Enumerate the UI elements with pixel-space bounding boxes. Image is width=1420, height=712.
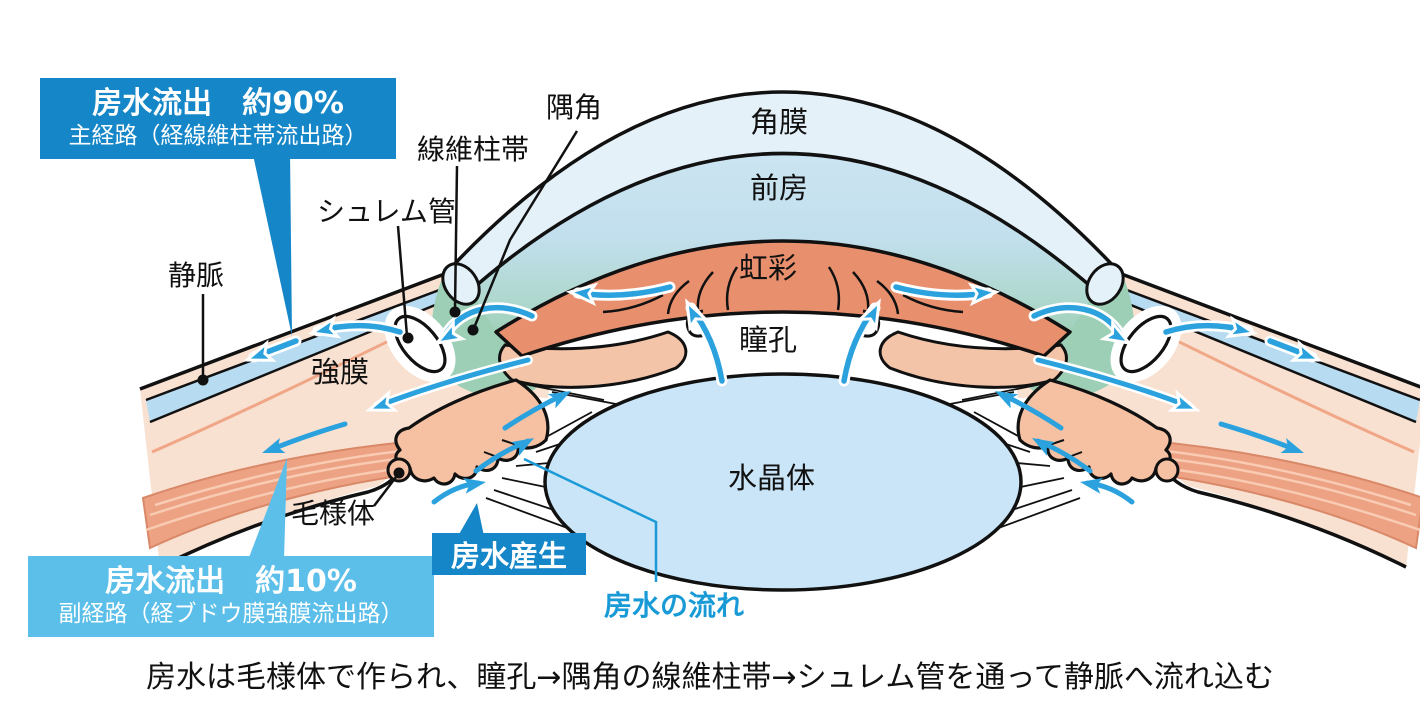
- main-outflow-subtitle: 主経路（経線維柱帯流出路）: [68, 122, 368, 149]
- label-angle: 隅角: [546, 91, 603, 124]
- label-sclera: 強膜: [311, 355, 370, 389]
- label-pupil: 瞳孔: [739, 323, 798, 357]
- label-trabecular-meshwork: 線維柱帯: [417, 133, 530, 166]
- figure-caption: 房水は毛様体で作られ、瞳孔→隅角の線維柱帯→シュレム管を通って静脈へ流れ込む: [146, 660, 1274, 695]
- leader-lines: [201, 130, 579, 507]
- plain-arrowheads: [262, 391, 571, 494]
- secondary-outflow-subtitle: 副経路（経ブドウ膜強膜流出路）: [58, 600, 404, 627]
- iris: [494, 239, 1072, 358]
- limbus-cap: [441, 262, 481, 306]
- callout-secondary-outflow: 房水流出 約10% 副経路（経ブドウ膜強膜流出路）: [28, 556, 434, 638]
- aqueous-flow-leader-line: [523, 457, 658, 582]
- callout-production: 房水産生: [432, 533, 586, 575]
- label-ciliary-body: 毛様体: [291, 497, 376, 530]
- secondary-outflow-title: 房水流出 約10%: [105, 564, 357, 599]
- ciliary-body: [394, 378, 550, 486]
- anterior-chamber: [470, 153, 1096, 331]
- label-schlemm-canal: シュレム管: [317, 195, 456, 228]
- callout-main-outflow: 房水流出 約90% 主経路（経線維柱帯流出路）: [40, 78, 396, 160]
- secondary-outflow-pointer: [248, 458, 287, 560]
- leader-dots: [197, 306, 479, 479]
- label-aqueous-flow: 房水の流れ: [604, 589, 745, 622]
- label-iris: 虹彩: [739, 251, 798, 285]
- main-outflow-title: 房水流出 約90%: [92, 86, 344, 121]
- label-vein: 静脈: [168, 259, 225, 292]
- callout-pointers: [248, 150, 484, 560]
- label-anterior-chamber: 前房: [750, 171, 809, 205]
- lens: [543, 372, 1023, 592]
- production-label: 房水産生: [450, 539, 567, 573]
- production-pointer: [458, 503, 484, 536]
- main-outflow-pointer: [252, 150, 292, 336]
- label-cornea: 角膜: [750, 105, 809, 139]
- label-lens: 水晶体: [728, 461, 816, 495]
